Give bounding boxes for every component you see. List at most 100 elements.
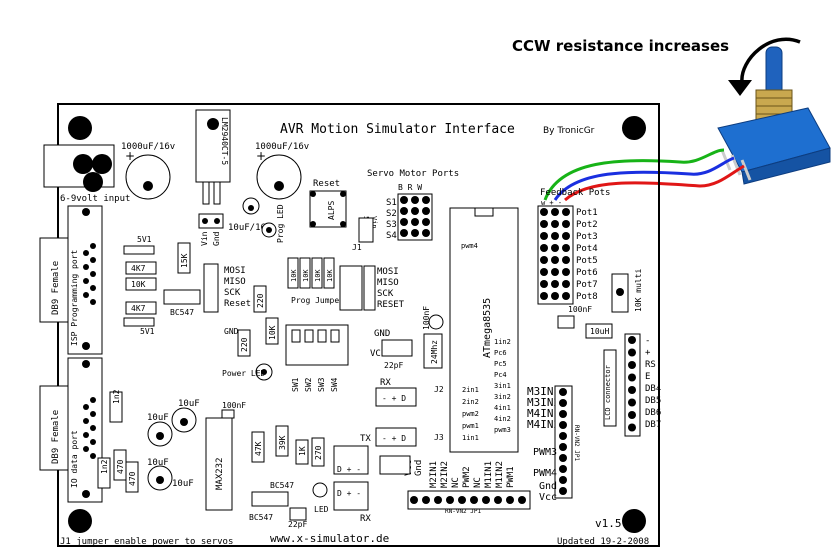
prog-signal-1: MISO — [377, 278, 399, 288]
sw-label-3: SW4 — [330, 377, 339, 392]
r220-2: 220 — [240, 337, 249, 352]
jack-pin-icon — [92, 154, 112, 174]
lcd-pin-5: DB5 — [645, 396, 661, 406]
j2-label: J2 — [434, 385, 444, 394]
lcd-pin-2: RS — [645, 360, 656, 370]
pot-label-3: Pot3 — [576, 232, 598, 242]
mcu-label: ATmega8535 — [482, 298, 493, 358]
j1-vin: Vin — [370, 216, 378, 229]
reset-button[interactable] — [309, 190, 347, 228]
max232-label: MAX232 — [215, 457, 225, 490]
bottom-header — [407, 490, 531, 510]
bottom-pin-7: PWM1 — [506, 466, 516, 488]
servo-s3: S3 — [386, 220, 397, 230]
r4k7-1: 4K7 — [131, 264, 146, 273]
c22pf-2: 22pF — [288, 520, 307, 529]
pot-label-1: Pot1 — [576, 208, 598, 218]
power-led-label: Power LED — [222, 369, 266, 378]
regulator-label: LM2940CT-5 — [220, 117, 229, 165]
pot-label-8: Pot8 — [576, 292, 598, 302]
alps-label: ALPS — [327, 201, 336, 220]
prog-signal-0: MOSI — [377, 267, 399, 277]
res10k-0: 10K — [290, 269, 298, 282]
jack-pin-icon — [73, 154, 93, 174]
servo-ports-label: Servo Motor Ports — [367, 169, 459, 179]
pot-label-5: Pot5 — [576, 256, 598, 266]
multi-label: 10K multi — [634, 268, 643, 312]
pot-label-2: Pot2 — [576, 220, 598, 230]
zener2-label: 5V1 — [140, 327, 155, 336]
db9-bottom-label: DB9 Female — [51, 410, 61, 464]
r10k-led: 10K — [268, 325, 277, 340]
crystal — [423, 333, 443, 369]
r39k: 39K — [278, 435, 287, 450]
mcu-right-pin-1: Pc6 — [494, 349, 507, 357]
mcu-right-pin-4: 3in1 — [494, 382, 511, 390]
io-port-label: IO data port — [70, 430, 79, 488]
isp-port-label: ISP Programming port — [70, 249, 79, 346]
feedback-pots-label: Feedback Pots — [540, 188, 610, 198]
footer-note: J1 jumper enable power to servos — [60, 537, 233, 547]
r1k: 1K — [298, 446, 307, 456]
mcu-left-pin-3: pwm1 — [462, 422, 479, 430]
cap-power1 — [125, 154, 171, 200]
sw-label-1: SW2 — [304, 377, 313, 392]
rn-vn2-jp1-side: RN-VN2 JP1 — [573, 425, 580, 462]
arrow-head-icon — [728, 80, 752, 96]
rx-pins-bottom: D + - — [337, 489, 361, 498]
pot-label-6: Pot6 — [576, 268, 598, 278]
r470-2: 470 — [128, 471, 137, 486]
pot-label-7: Pot7 — [576, 280, 598, 290]
vcc-out: Vcc — [539, 492, 557, 503]
res10k-2: 10K — [314, 269, 322, 282]
potentiometer-image — [717, 46, 831, 185]
rn-vn2-jp1-bottom: RN-VN2 JP1 — [445, 508, 482, 515]
mount-hole-bl — [68, 509, 92, 533]
mcu-chip — [449, 207, 519, 453]
r47k: 47K — [254, 441, 263, 456]
zener1-label: 5V1 — [137, 235, 152, 244]
servo-s1: S1 — [386, 198, 397, 208]
mcu-right-pin-2: Pc5 — [494, 360, 507, 368]
mcu-right-pin-6: 4in1 — [494, 404, 511, 412]
tx-pins-top: - + D — [382, 434, 406, 443]
mcu-right-pin-8: pwm3 — [494, 426, 511, 434]
cap-power2 — [256, 154, 302, 200]
c10uf-2: 10uF — [178, 399, 200, 409]
motor-label-0: M3IN1 — [527, 385, 560, 398]
led-label: LED — [314, 505, 329, 514]
cap-power1-label: 1000uF/16v — [121, 142, 175, 152]
prog-signal-3: RESET — [377, 300, 405, 310]
ccw-note: CCW resistance increases — [512, 37, 729, 55]
mcu-cap-label: 100nF — [422, 306, 431, 330]
c22pf-label: 22pF — [384, 361, 403, 370]
cap-small-label: 10uF/16v — [228, 223, 271, 233]
lcd-pin-1: + — [645, 348, 651, 358]
mcu-right-pin-7: 4in2 — [494, 415, 511, 423]
power-input-label: 6-9volt input — [60, 194, 130, 204]
j3-label: J3 — [434, 433, 444, 442]
rotation-arrow — [740, 37, 801, 83]
wire-red — [564, 164, 745, 202]
lcd-pin-4: DB4 — [645, 384, 661, 394]
servo-brw-label: B R W — [398, 183, 422, 192]
j1-label: J1 — [352, 243, 362, 252]
servo-s2: S2 — [386, 209, 397, 219]
updated-label: Updated 19-2-2008 — [557, 537, 649, 547]
c100nf-io: 100nF — [222, 401, 246, 410]
tx-pins: D + - — [337, 465, 361, 474]
website-label: www.x-simulator.de — [270, 532, 389, 545]
gnd-small: Gnd — [414, 460, 424, 476]
bottom-pin-6: M1IN2 — [495, 461, 505, 488]
lcd-pin-0: - — [645, 336, 650, 346]
c10uf-3: 10uF — [147, 458, 169, 468]
r4k7-2: 4K7 — [131, 304, 146, 313]
isp-signal-3: Reset — [224, 299, 251, 309]
bottom-pin-5: M1IN1 — [484, 461, 494, 488]
lcd-pin-6: DB6 — [645, 408, 661, 418]
cap-power2-label: 1000uF/16v — [255, 142, 309, 152]
isp-signal-1: MISO — [224, 277, 246, 287]
rx-pins: - + D — [382, 394, 406, 403]
board-title: AVR Motion Simulator Interface — [280, 122, 515, 137]
